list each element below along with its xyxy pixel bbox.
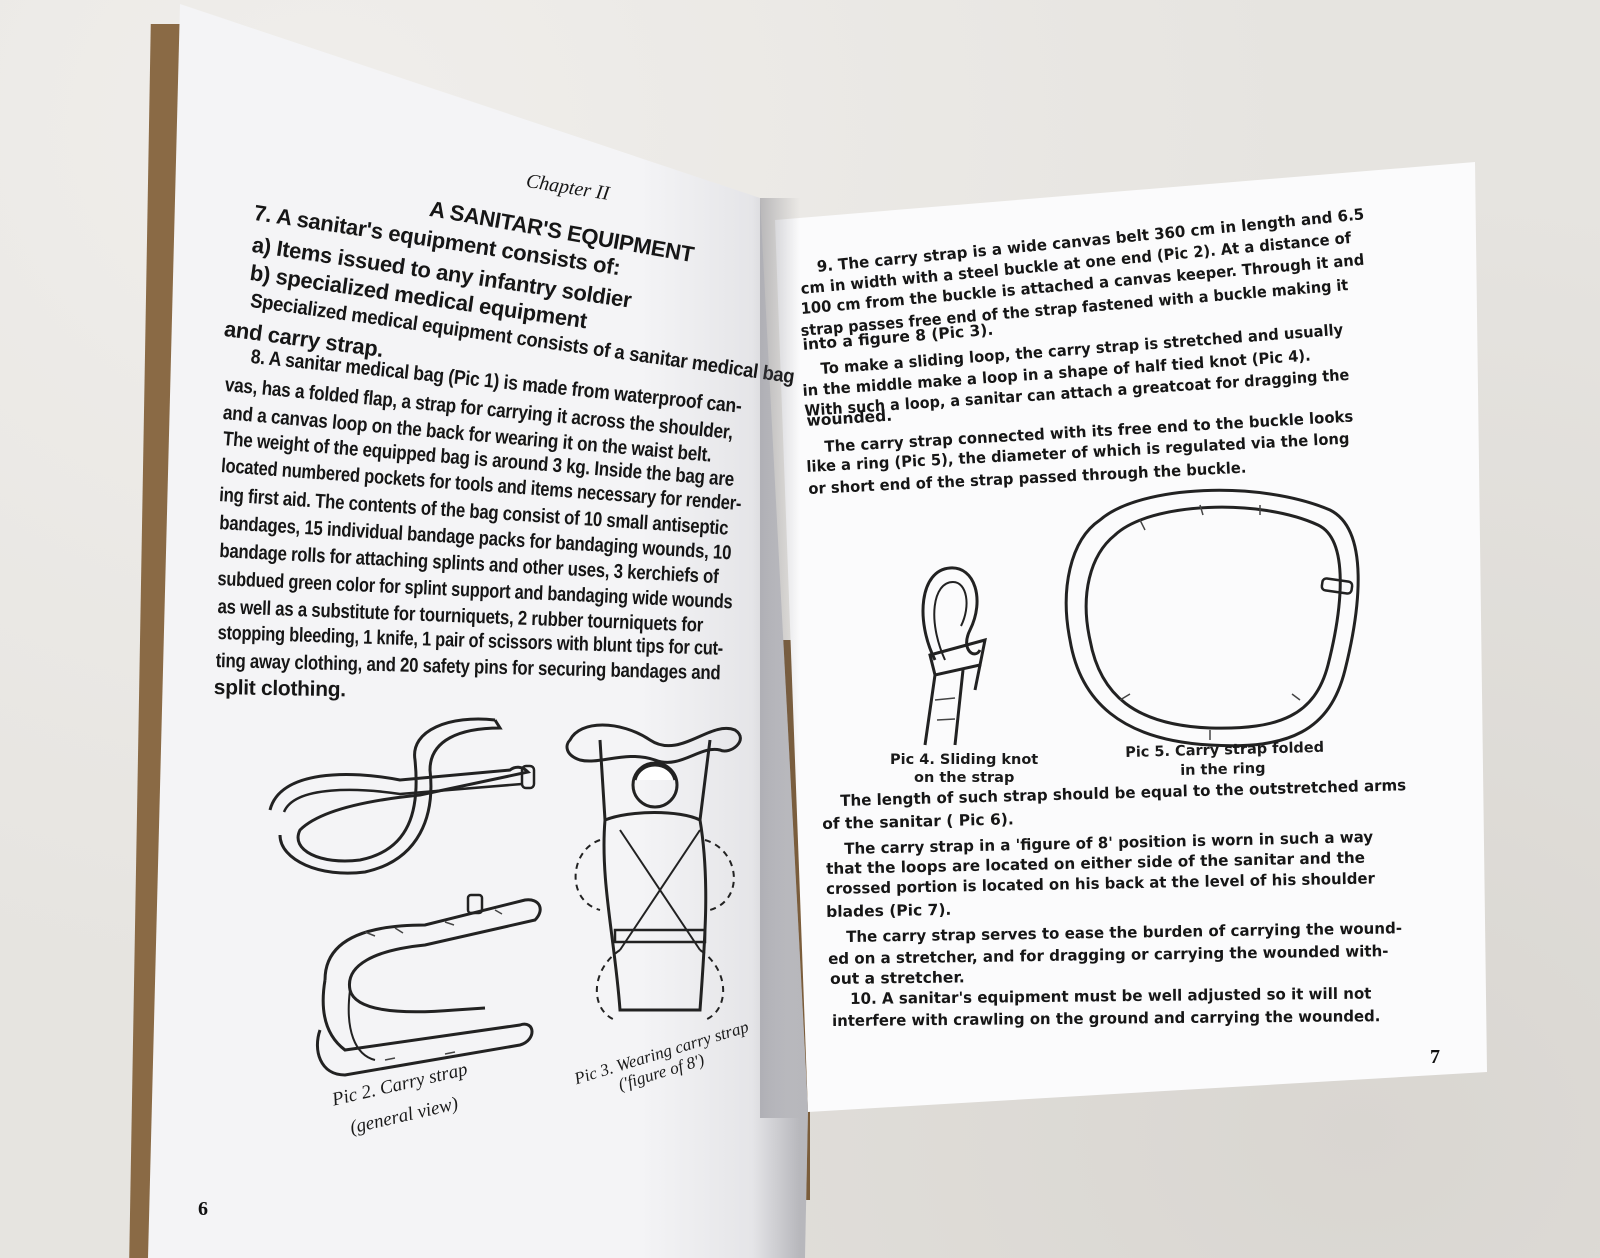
caption-pic5-line2: in the ring xyxy=(1180,760,1266,779)
pic3-soldier-wearing-strap-drawing xyxy=(565,723,742,1021)
page-number-right: 7 xyxy=(1430,1046,1440,1068)
book-gutter-shadow xyxy=(760,198,800,1118)
caption-pic4-line2: on the strap xyxy=(914,770,1015,786)
caption-pic4-line1: Pic 4. Sliding knot xyxy=(890,752,1039,768)
left-line-18: split clothing. xyxy=(213,676,346,702)
pic2-carry-strap-drawing xyxy=(315,893,542,1077)
page-number-left: 6 xyxy=(198,1198,208,1220)
right-lower-line-6: blades (Pic 7). xyxy=(826,900,952,921)
pic5-strap-ring-drawing xyxy=(1064,488,1360,748)
pic1-strap-loop-drawing xyxy=(268,717,536,875)
right-lower-line-9: out a stretcher. xyxy=(830,968,965,988)
pic4-sliding-knot-drawing xyxy=(921,566,987,746)
